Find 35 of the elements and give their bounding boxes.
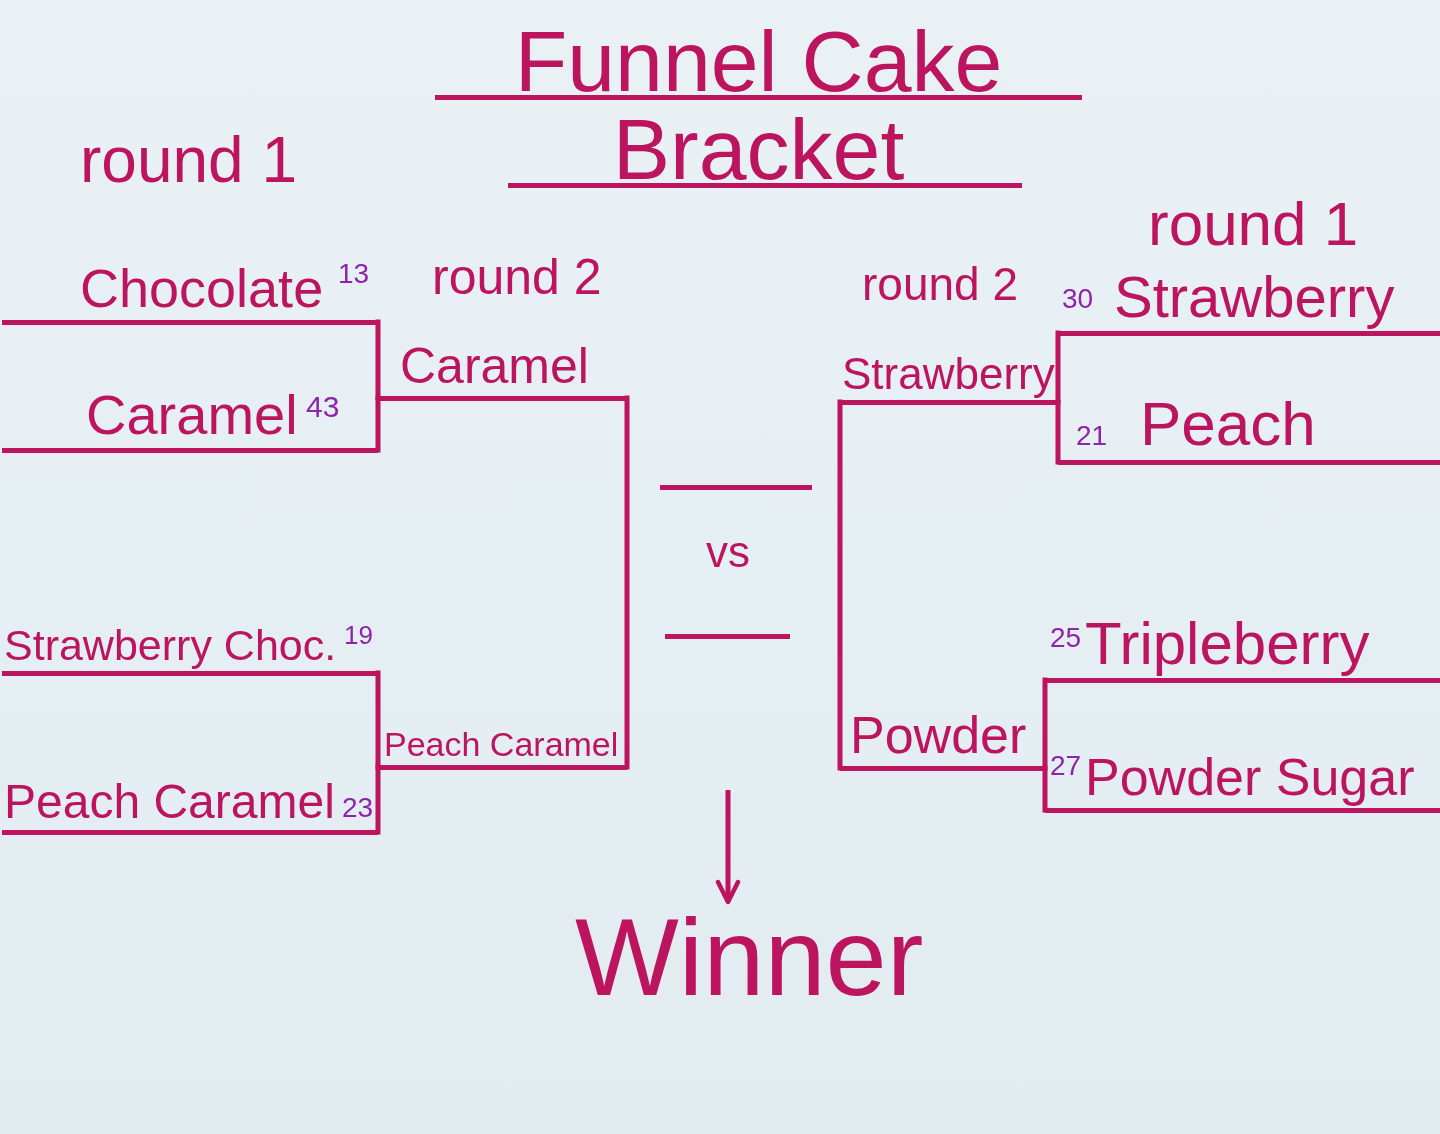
flavor-name: Powder Sugar [1085,747,1415,808]
score: 13 [338,258,370,291]
vs-label: vs [706,527,750,578]
bracket-line [1055,399,1061,465]
round-label: round 2 [432,249,602,307]
score: 43 [306,390,340,425]
round-label: round 1 [80,124,298,198]
flavor-name: Powder [850,705,1027,766]
round-label: round 2 [862,258,1018,311]
bracket-line [1042,765,1048,813]
flavor-name: Caramel [400,338,589,396]
flavor-name: Peach Caramel [4,774,335,830]
flavor-name: Strawberry [1114,263,1395,331]
flavor-name: Caramel [86,383,298,448]
score: 21 [1076,420,1108,453]
flavor-name: Peach Caramel [384,725,619,765]
bracket-line [837,399,843,771]
round-label: round 1 [1148,188,1359,260]
bracket-line [624,395,630,770]
score: 30 [1062,283,1094,316]
arrow [715,790,741,905]
flavor-name: Chocolate [80,257,324,320]
flavor-name: Strawberry Choc. [4,621,337,671]
flavor-name: Peach [1140,388,1316,460]
score: 25 [1050,622,1082,655]
winner-label: Winner [575,902,924,1012]
score: 27 [1050,750,1082,783]
flavor-name: Tripleberry [1085,608,1370,678]
fill-in-line [665,633,790,639]
score: 19 [344,621,373,651]
fill-in-line [660,484,812,490]
bracket-line [375,395,381,453]
score: 23 [342,792,374,825]
bracket-line [375,764,381,835]
flavor-name: Strawberry [842,348,1055,400]
